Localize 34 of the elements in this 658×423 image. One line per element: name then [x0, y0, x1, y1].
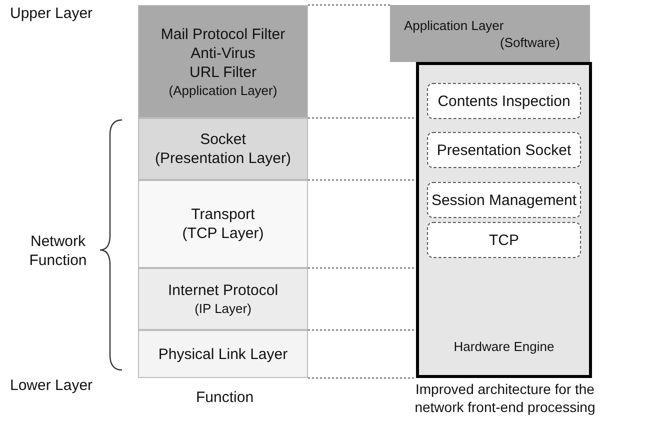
layer-name: (IP Layer): [194, 300, 252, 317]
layer-name: (Application Layer): [168, 82, 278, 98]
layer-name: URL Filter: [190, 62, 256, 82]
column-label: Improved architecture for the network front-end processing: [414, 380, 596, 416]
layer-name: Hardware Engine: [454, 338, 554, 355]
layer-box: [138, 180, 308, 268]
module-box: [427, 222, 581, 258]
layer-name: TCP: [489, 230, 519, 250]
layer-name: Physical Link Layer: [158, 344, 288, 364]
module-box: [427, 132, 581, 168]
layer-name: Transport: [191, 205, 255, 224]
layer-box: [390, 5, 590, 62]
layer-name: Contents Inspection: [438, 92, 570, 110]
layer-name: (Presentation Layer): [155, 149, 291, 168]
layer-box: [138, 330, 308, 378]
layer-name: Presentation Socket: [436, 140, 572, 160]
layer-box: [138, 5, 308, 118]
module-box: [427, 182, 581, 218]
layer-name: Application Layer: [404, 16, 505, 34]
layer-name: Anti-Virus: [190, 44, 256, 62]
layer-label: Lower Layer: [10, 376, 93, 395]
group-label: Network Function: [28, 232, 88, 270]
layer-box: [138, 268, 308, 330]
hardware-engine-box: [416, 62, 592, 378]
layer-name: Mail Protocol Filter: [160, 24, 286, 44]
layer-name: (TCP Layer): [182, 224, 264, 243]
layer-name: Internet Protocol: [168, 281, 278, 300]
layer-box: [138, 118, 308, 180]
column-label: Function: [196, 388, 254, 407]
layer-name: Session Management: [431, 190, 577, 210]
module-box: [427, 83, 581, 119]
layer-name: Socket: [200, 130, 246, 149]
layer-name: (Software): [499, 34, 560, 50]
layer-label: Upper Layer: [10, 4, 93, 23]
